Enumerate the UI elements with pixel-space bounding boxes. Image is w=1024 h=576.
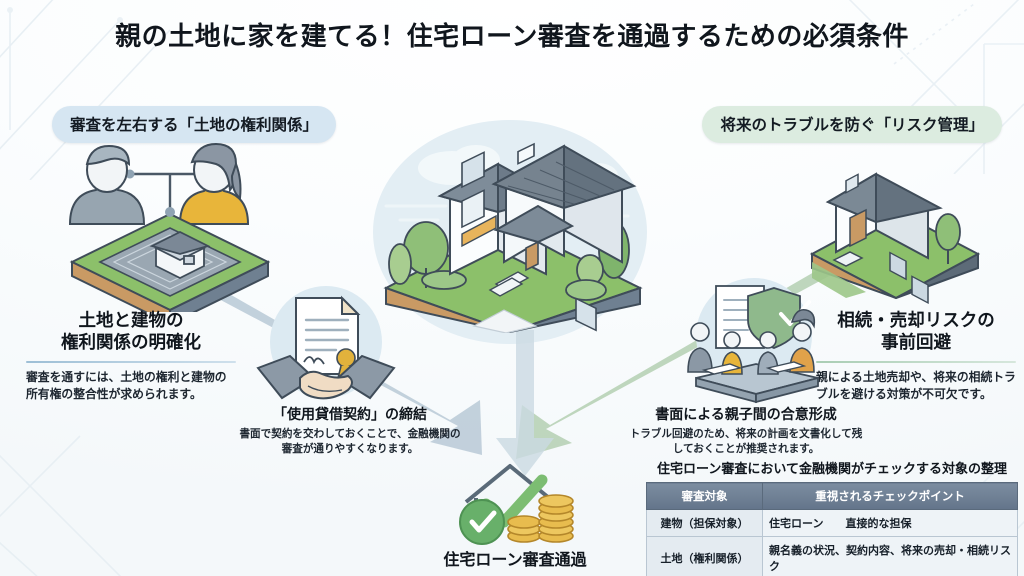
title-bar: 親の土地に家を建てる！住宅ローン審査を通過するための必須条件	[0, 16, 1024, 53]
bottom-caption: 住宅ローン審査通過	[443, 552, 587, 569]
block-right-body: 親による土地売却や、将来の相続トラブルを避ける対策が不可欠です。	[816, 369, 1016, 402]
block-mid-right-body: トラブル回避のため、将来の計画を文書化して残しておくことが推奨されます。	[629, 428, 863, 456]
block-right-heading-line1: 相続・売却リスクの	[837, 310, 995, 330]
pill-left-land-rights: 審査を左右する「土地の権利関係」	[52, 106, 337, 143]
arrow-center-to-result	[496, 330, 554, 476]
block-mid-right-heading: 書面による親子間の合意形成	[655, 406, 837, 422]
page-title: 親の土地に家を建てる！住宅ローン審査を通過するための必須条件	[115, 21, 909, 51]
block-mid-left-body: 書面で契約を交わしておくことで、金融機関の審査が通りやすくなります。	[239, 428, 461, 456]
block-left-body: 審査を通すには、土地の権利と建物の所有権の整合性が求められます。	[26, 369, 227, 402]
table-cell-checkpoint: 住宅ローン 直接的な担保	[762, 509, 1018, 537]
table-cell-subject: 土地（権利関係）	[646, 536, 763, 576]
block-left: 土地と建物の 権利関係の明確化 審査を通すには、土地の権利と建物の所有権の整合性…	[26, 310, 236, 404]
block-right-heading: 相続・売却リスクの 事前回避	[816, 310, 1016, 354]
summary-table: 審査対象 重視されるチェックポイント 建物（担保対象） 住宅ローン 直接的な担保…	[646, 482, 1018, 576]
block-right: 相続・売却リスクの 事前回避 親による土地売却や、将来の相続トラブルを避ける対策…	[816, 310, 1016, 404]
block-left-divider	[26, 360, 236, 363]
block-right-heading-line2: 事前回避	[881, 331, 951, 352]
summary-table-wrap: 住宅ローン審査において金融機関がチェックする対象の整理 審査対象 重視されるチェ…	[646, 458, 1018, 576]
table-header-subject: 審査対象	[646, 482, 763, 510]
pill-right-risk-management: 将来のトラブルを防ぐ「リスク管理」	[702, 106, 1002, 143]
isometric-house-icon	[383, 142, 643, 333]
block-left-heading-line1: 土地と建物の	[78, 310, 184, 330]
table-header-row: 審査対象 重視されるチェックポイント	[646, 482, 1018, 510]
block-mid-right: 書面による親子間の合意形成 トラブル回避のため、将来の計画を文書化して残しておく…	[628, 404, 864, 458]
block-right-divider	[816, 360, 1016, 363]
arrow-left-to-result	[168, 260, 482, 455]
table-cell-checkpoint: 親名義の状況、契約内容、将来の売却・相続リスク	[762, 536, 1018, 576]
table-row: 土地（権利関係） 親名義の状況、契約内容、将来の売却・相続リスク	[646, 536, 1018, 576]
block-left-heading-line2: 権利関係の明確化	[61, 331, 201, 352]
small-house-land-icon	[809, 172, 981, 304]
parents-land-icon	[68, 142, 271, 312]
block-left-heading: 土地と建物の 権利関係の明確化	[26, 310, 236, 354]
summary-table-title: 住宅ローン審査において金融機関がチェックする対象の整理	[657, 461, 1007, 476]
handshake-contract-icon	[256, 286, 396, 400]
block-mid-left: 「使用貸借契約」の締結 書面で契約を交わしておくことで、金融機関の審査が通りやす…	[236, 404, 464, 458]
block-mid-left-heading: 「使用貸借契約」の締結	[273, 406, 427, 422]
table-row: 建物（担保対象） 住宅ローン 直接的な担保	[646, 509, 1018, 537]
family-meeting-shield-icon	[687, 278, 819, 404]
table-cell-subject: 建物（担保対象）	[646, 509, 763, 537]
table-header-checkpoint: 重視されるチェックポイント	[762, 482, 1018, 510]
loan-approval-icon	[459, 464, 574, 545]
